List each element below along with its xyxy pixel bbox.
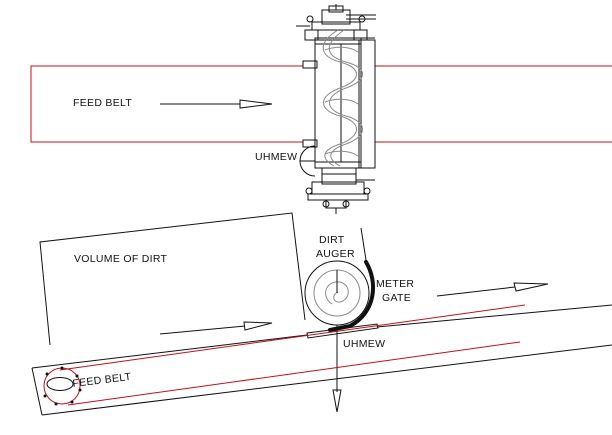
lower-uhmew-strip: [306, 323, 379, 339]
lower-belt-top-edge: [31, 304, 612, 369]
end-pulley: [43, 366, 82, 406]
meter-label: METER: [376, 278, 414, 290]
upper-flow-arrow: [160, 99, 273, 109]
feed-belt-bottom-label: FEED BELT: [72, 371, 132, 390]
uhmew-bottom-label: UHMEW: [343, 338, 385, 350]
lower-belt-inner-bottom: [67, 341, 521, 406]
gate-label: GATE: [382, 292, 411, 304]
top-flange: [296, 4, 376, 41]
uhmew-top-label: UHMEW: [255, 151, 297, 163]
feed-belt-top-label: FEED BELT: [73, 97, 132, 109]
lower-belt-inner-top: [59, 304, 526, 371]
upper-feed-belt: FEED BELT: [30, 65, 612, 143]
dirt-label: DIRT: [319, 234, 345, 246]
vertical-auger-assembly: UHMEW: [255, 4, 376, 214]
lower-belt-end: [31, 367, 43, 416]
auger-label: AUGER: [316, 248, 355, 260]
upper-belt-outline: [30, 65, 612, 143]
dirt-auger-spiral: [325, 281, 349, 305]
auger-housing-line: [360, 227, 367, 261]
auger-housing: [302, 37, 376, 169]
bottom-flange: [305, 167, 375, 214]
dirt-volume-hopper: VOLUME OF DIRT: [39, 212, 306, 346]
dirt-auger-unit: DIRT AUGER METER GATE UHMEW: [304, 227, 414, 413]
lower-belt-bottom-edge: [41, 344, 612, 416]
discharge-arrow: [332, 325, 342, 413]
exit-flow-arrow: [436, 282, 549, 297]
auger-flighting: [322, 29, 363, 167]
volume-of-dirt-label: VOLUME OF DIRT: [74, 253, 168, 265]
hopper-flow-arrow: [159, 321, 273, 335]
meter-gate: [328, 260, 376, 332]
upper-uhmew-roller: UHMEW: [255, 145, 316, 177]
